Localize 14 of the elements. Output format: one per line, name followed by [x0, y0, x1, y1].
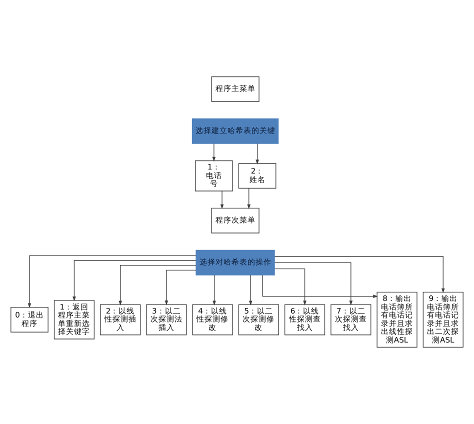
arrow — [164, 270, 196, 306]
arrow — [220, 190, 224, 210]
arrow — [256, 143, 259, 165]
arrow — [274, 268, 306, 306]
arrow — [72, 260, 196, 302]
arrow — [274, 262, 353, 306]
arrow — [262, 274, 378, 298]
arrow — [212, 143, 216, 162]
arrow — [247, 188, 251, 210]
arrow — [28, 255, 196, 308]
arrow — [248, 274, 252, 306]
arrow — [118, 265, 196, 306]
arrow — [274, 256, 445, 294]
arrow — [212, 274, 216, 306]
